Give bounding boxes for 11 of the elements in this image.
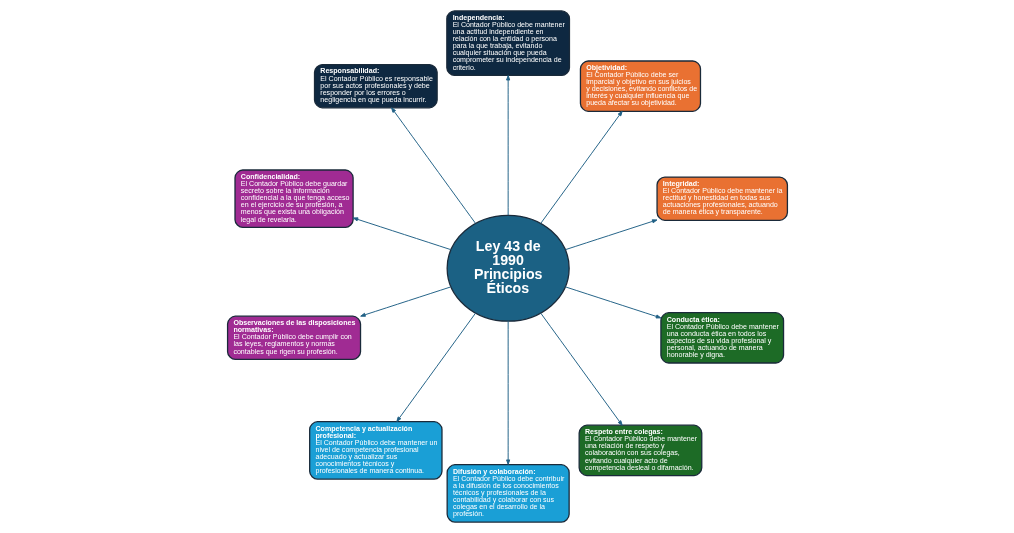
arrow xyxy=(539,110,623,224)
arrow xyxy=(390,107,476,224)
arrow xyxy=(395,312,476,422)
arrow xyxy=(564,219,657,251)
arrow xyxy=(359,286,451,317)
arrow xyxy=(505,320,510,465)
arrow xyxy=(539,312,623,426)
node-ellipse: Ley 43 de 1990 Principios Éticos xyxy=(446,214,570,322)
arrow xyxy=(352,217,451,251)
arrow xyxy=(564,286,661,319)
arrow xyxy=(505,75,510,216)
